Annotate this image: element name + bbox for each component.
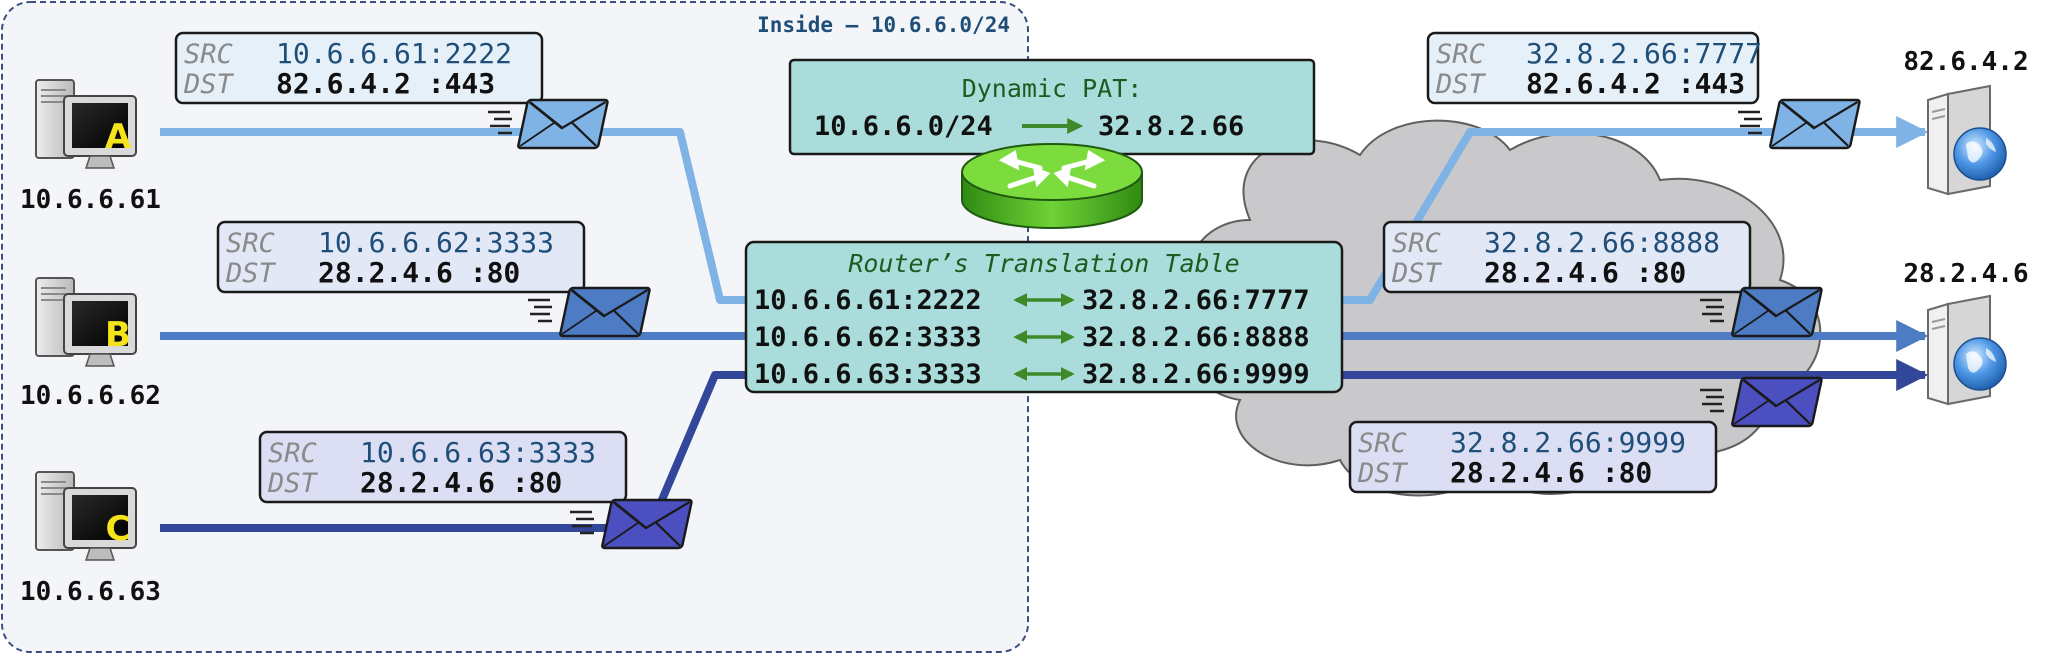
packet-header-b-inside: SRC 10.6.6.62:3333 DST 28.2.4.6 :80 [216, 220, 586, 294]
dst-port: :80 [1636, 256, 1687, 289]
dst-label: DST [267, 468, 319, 499]
host-b: B 10.6.6.62 [20, 277, 161, 411]
router-icon [961, 143, 1143, 229]
dst-label: DST [225, 258, 277, 289]
host-a-letter: A [105, 117, 132, 157]
host-c-letter: C [106, 509, 131, 549]
packet-header-c-outside: SRC 32.8.2.66:9999 DST 28.2.4.6 :80 [1348, 420, 1718, 494]
pat-title: Dynamic PAT: [962, 74, 1143, 103]
translation-table-title: Router’s Translation Table [848, 249, 1239, 278]
host-a: A 10.6.6.61 [20, 79, 161, 215]
dst-ip: 82.6.4.2 [1526, 67, 1678, 100]
table-row: 10.6.6.62:3333 32.8.2.66:8888 [754, 322, 1310, 353]
svg-text:28.2.4.6 :80: 28.2.4.6 :80 [360, 466, 562, 499]
pat-from: 10.6.6.0/24 [814, 111, 993, 142]
svg-text:32.8.2.66:9999: 32.8.2.66:9999 [1450, 426, 1686, 459]
outside-address: 32.8.2.66:9999 [1082, 359, 1310, 390]
dst-label: DST [1435, 69, 1487, 100]
host-c-ip: 10.6.6.63 [20, 577, 161, 607]
envelope-icon [558, 286, 652, 338]
src-port: :2222 [428, 37, 512, 70]
src-label: SRC [268, 438, 317, 469]
outside-address: 32.8.2.66:7777 [1082, 285, 1310, 316]
svg-text:28.2.4.6 :80: 28.2.4.6 :80 [1450, 456, 1652, 489]
dst-label: DST [1357, 458, 1409, 489]
table-row: 10.6.6.61:2222 32.8.2.66:7777 [754, 285, 1310, 316]
dst-ip: 28.2.4.6 [360, 466, 512, 499]
pat-box: Dynamic PAT: 10.6.6.0/24 32.8.2.66 [788, 58, 1316, 156]
dst-label: DST [183, 69, 235, 100]
dst-ip: 28.2.4.6 [1484, 256, 1636, 289]
svg-text:10.6.6.62:3333: 10.6.6.62:3333 [318, 226, 554, 259]
dst-port: :80 [470, 256, 521, 289]
svg-text:82.6.4.2 :443: 82.6.4.2 :443 [276, 67, 495, 100]
dst-ip: 28.2.4.6 [1450, 456, 1602, 489]
envelope-icon [1730, 286, 1824, 338]
inside-address: 10.6.6.62:3333 [754, 322, 982, 353]
host-a-ip: 10.6.6.61 [20, 185, 161, 215]
envelope-icon [1730, 376, 1824, 428]
svg-text:28.2.4.6 :80: 28.2.4.6 :80 [318, 256, 520, 289]
inside-address: 10.6.6.61:2222 [754, 285, 982, 316]
translation-table: Router’s Translation Table 10.6.6.61:222… [744, 240, 1344, 394]
server-ip: 28.2.4.6 [1903, 259, 2028, 289]
dst-ip: 82.6.4.2 [276, 67, 428, 100]
src-ip: 10.6.6.63 [360, 436, 512, 469]
svg-text:82.6.4.2 :443: 82.6.4.2 :443 [1526, 67, 1745, 100]
src-ip: 32.8.2.66 [1450, 426, 1602, 459]
packet-header-a-outside: SRC 32.8.2.66:7777 DST 82.6.4.2 :443 [1426, 31, 1762, 105]
envelope-icon [516, 98, 610, 150]
src-label: SRC [184, 39, 233, 70]
packet-header-a-inside: SRC 10.6.6.61:2222 DST 82.6.4.2 :443 [174, 31, 544, 105]
dst-port: :80 [512, 466, 563, 499]
host-b-ip: 10.6.6.62 [20, 381, 161, 411]
dst-port: :80 [1602, 456, 1653, 489]
server-82-6-4-2: 82.6.4.2 [1903, 47, 2029, 195]
src-port: :3333 [470, 226, 554, 259]
flow-c-inside [160, 371, 760, 532]
src-label: SRC [226, 228, 275, 259]
dst-port: :443 [428, 67, 495, 100]
src-ip: 10.6.6.61 [276, 37, 428, 70]
src-ip: 10.6.6.62 [318, 226, 470, 259]
envelope-a-outside [1736, 98, 1862, 150]
src-port: :8888 [1636, 226, 1720, 259]
src-port: :7777 [1678, 37, 1762, 70]
flow-a-inside [160, 128, 760, 304]
pat-to: 32.8.2.66 [1098, 111, 1244, 142]
src-label: SRC [1358, 428, 1407, 459]
dst-label: DST [1391, 258, 1443, 289]
svg-text:32.8.2.66:7777: 32.8.2.66:7777 [1526, 37, 1762, 70]
svg-text:10.6.6.63:3333: 10.6.6.63:3333 [360, 436, 596, 469]
server-ip: 82.6.4.2 [1903, 47, 2028, 77]
svg-text:10.6.6.61:2222: 10.6.6.61:2222 [276, 37, 512, 70]
web-server-icon [1927, 85, 2007, 195]
web-server-icon [1927, 295, 2007, 405]
server-28-2-4-6: 28.2.4.6 [1903, 259, 2029, 405]
dst-port: :443 [1678, 67, 1745, 100]
src-ip: 32.8.2.66 [1484, 226, 1636, 259]
svg-text:28.2.4.6 :80: 28.2.4.6 :80 [1484, 256, 1686, 289]
src-label: SRC [1392, 228, 1441, 259]
flow-lines [160, 116, 1929, 532]
src-label: SRC [1436, 39, 1485, 70]
flow-a-outside [1335, 116, 1929, 304]
table-row: 10.6.6.63:3333 32.8.2.66:9999 [754, 359, 1310, 390]
outside-address: 32.8.2.66:8888 [1082, 322, 1310, 353]
src-port: :3333 [512, 436, 596, 469]
src-ip: 32.8.2.66 [1526, 37, 1678, 70]
src-port: :9999 [1602, 426, 1686, 459]
inside-zone-label: Inside – 10.6.6.0/24 [757, 13, 1010, 37]
envelope-icon [1768, 98, 1862, 150]
svg-text:32.8.2.66:8888: 32.8.2.66:8888 [1484, 226, 1720, 259]
dst-ip: 28.2.4.6 [318, 256, 470, 289]
inside-address: 10.6.6.63:3333 [754, 359, 982, 390]
host-b-letter: B [105, 315, 131, 355]
packet-header-b-outside: SRC 32.8.2.66:8888 DST 28.2.4.6 :80 [1382, 220, 1752, 294]
packet-header-c-inside: SRC 10.6.6.63:3333 DST 28.2.4.6 :80 [258, 430, 628, 504]
envelope-icon [600, 498, 694, 550]
host-c: C 10.6.6.63 [20, 471, 161, 607]
